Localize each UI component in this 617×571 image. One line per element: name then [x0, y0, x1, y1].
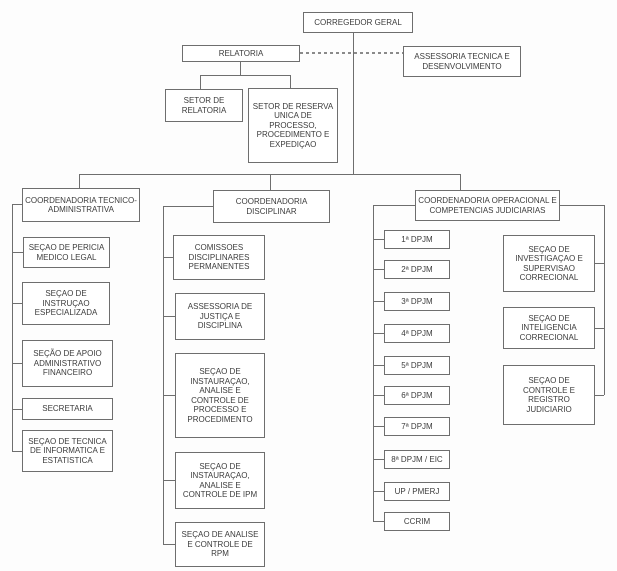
connector-dpjm-stub	[373, 395, 384, 396]
node-setor-relatoria: SETOR DE RELATORIA	[165, 89, 243, 122]
connector-root-to-branches	[353, 33, 354, 174]
node-ccrim: CCRIM	[384, 512, 450, 531]
connector-admin-child-stub	[12, 252, 23, 253]
connector-disc-spine	[163, 206, 164, 544]
node-secao-controle-rpm: SEÇAO DE ANALISE E CONTROLE DE RPM	[175, 522, 265, 567]
connector-setor-reserva-stub	[290, 75, 291, 88]
node-secao-inteligencia-correcional: SEÇAO DE INTELIGENCIA CORRECIONAL	[503, 307, 595, 349]
connector-dpjm-spine	[373, 205, 374, 522]
node-3-dpjm: 3ª DPJM	[384, 292, 450, 311]
node-secretaria: SECRETARIA	[22, 398, 113, 420]
connector-oper-header-stub	[460, 174, 461, 190]
node-7-dpjm: 7ª DPJM	[384, 417, 450, 436]
node-secao-instrucao-especializada: SEÇAO DE INSTRUÇAO ESPECIALIZADA	[22, 282, 110, 325]
connector-disc-child-stub	[163, 544, 175, 545]
node-assessoria-justica-disciplina: ASSESSORIA DE JUSTIÇA E DISCIPLINA	[175, 293, 265, 340]
connector-dpjm-stub	[373, 459, 384, 460]
connector-disc-spine-head	[163, 206, 213, 207]
node-secao-pericia-medico-legal: SEÇAO DE PERICIA MEDICO LEGAL	[23, 237, 110, 268]
connector-disc-child-stub	[163, 257, 173, 258]
connector-dpjm-stub	[373, 301, 384, 302]
node-secao-investigacao-supervisao: SEÇAO DE INVESTIGAÇAO E SUPERVISAO CORRE…	[503, 235, 595, 292]
node-secao-controle-ipm: SEÇAO DE INSTAURAÇAO, ANALISE E CONTROLE…	[175, 452, 265, 509]
connector-dashed-relatoria-assessoria	[300, 52, 403, 54]
connector-disc-child-stub	[163, 395, 175, 396]
connector-dpjm-stub	[373, 491, 384, 492]
connector-admin-header-stub	[79, 174, 80, 188]
connector-relatoria-stub	[240, 62, 241, 75]
connector-disc-child-stub	[163, 316, 175, 317]
connector-secoes-stub	[595, 263, 604, 264]
connector-secoes-spine	[604, 205, 605, 395]
node-coordenadoria-tecnico-administrativa: COORDENADORIA TECNICO-ADMINISTRATIVA	[22, 188, 140, 222]
node-6-dpjm: 6ª DPJM	[384, 386, 450, 405]
connector-dpjm-stub	[373, 521, 384, 522]
node-1-dpjm: 1ª DPJM	[384, 230, 450, 249]
node-secao-tecnica-informatica: SEÇAO DE TECNICA DE INFORMATICA E ESTATI…	[22, 430, 113, 472]
node-assessoria-tecnica: ASSESSORIA TECNICA E DESENVOLVIMENTO	[403, 46, 521, 77]
node-corregedor-geral: CORREGEDOR GERAL	[303, 12, 413, 33]
node-up-pmerj: UP / PMERJ	[384, 482, 450, 501]
connector-admin-child-stub	[12, 363, 22, 364]
node-coordenadoria-operacional: COORDENADORIA OPERACIONAL E COMPETENCIAS…	[415, 190, 560, 221]
connector-dpjm-stub	[373, 333, 384, 334]
connector-disc-header-stub	[270, 174, 271, 190]
node-5-dpjm: 5ª DPJM	[384, 356, 450, 375]
node-2-dpjm: 2ª DPJM	[384, 260, 450, 279]
connector-admin-child-stub	[12, 409, 22, 410]
node-secao-controle-processo: SEÇAO DE INSTAURAÇAO, ANALISE E CONTROLE…	[175, 353, 265, 438]
connector-admin-spine-head	[12, 204, 22, 205]
node-8-dpjm-eic: 8ª DPJM / EIC	[384, 450, 450, 469]
connector-relatoria-split	[200, 75, 291, 76]
connector-disc-child-stub	[163, 480, 175, 481]
connector-admin-child-stub	[12, 451, 22, 452]
connector-dpjm-stub	[373, 239, 384, 240]
node-4-dpjm: 4ª DPJM	[384, 324, 450, 343]
connector-setor-relatoria-stub	[200, 75, 201, 89]
node-secao-controle-registro-judiciario: SEÇAO DE CONTROLE E REGISTRO JUDICIARIO	[503, 365, 595, 425]
connector-oper-spine-head	[373, 205, 415, 206]
connector-dpjm-stub	[373, 365, 384, 366]
connector-dpjm-stub	[373, 269, 384, 270]
connector-secoes-stub	[595, 328, 604, 329]
connector-admin-child-stub	[12, 303, 22, 304]
connector-secoes-spine-head	[560, 205, 605, 206]
node-secao-apoio-administrativo: SEÇÃO DE APOIO ADMINISTRATIVO FINANCEIRO	[22, 340, 113, 387]
node-comissoes-disciplinares: COMISSOES DISCIPLINARES PERMANENTES	[173, 235, 265, 280]
node-relatoria: RELATORIA	[182, 45, 300, 62]
connector-dpjm-stub	[373, 426, 384, 427]
node-coordenadoria-disciplinar: COORDENADORIA DISCIPLINAR	[213, 190, 330, 223]
node-setor-reserva-unica: SETOR DE RESERVA UNICA DE PROCESSO, PROC…	[248, 88, 338, 163]
connector-secoes-stub	[595, 395, 604, 396]
connector-admin-spine	[12, 204, 13, 451]
